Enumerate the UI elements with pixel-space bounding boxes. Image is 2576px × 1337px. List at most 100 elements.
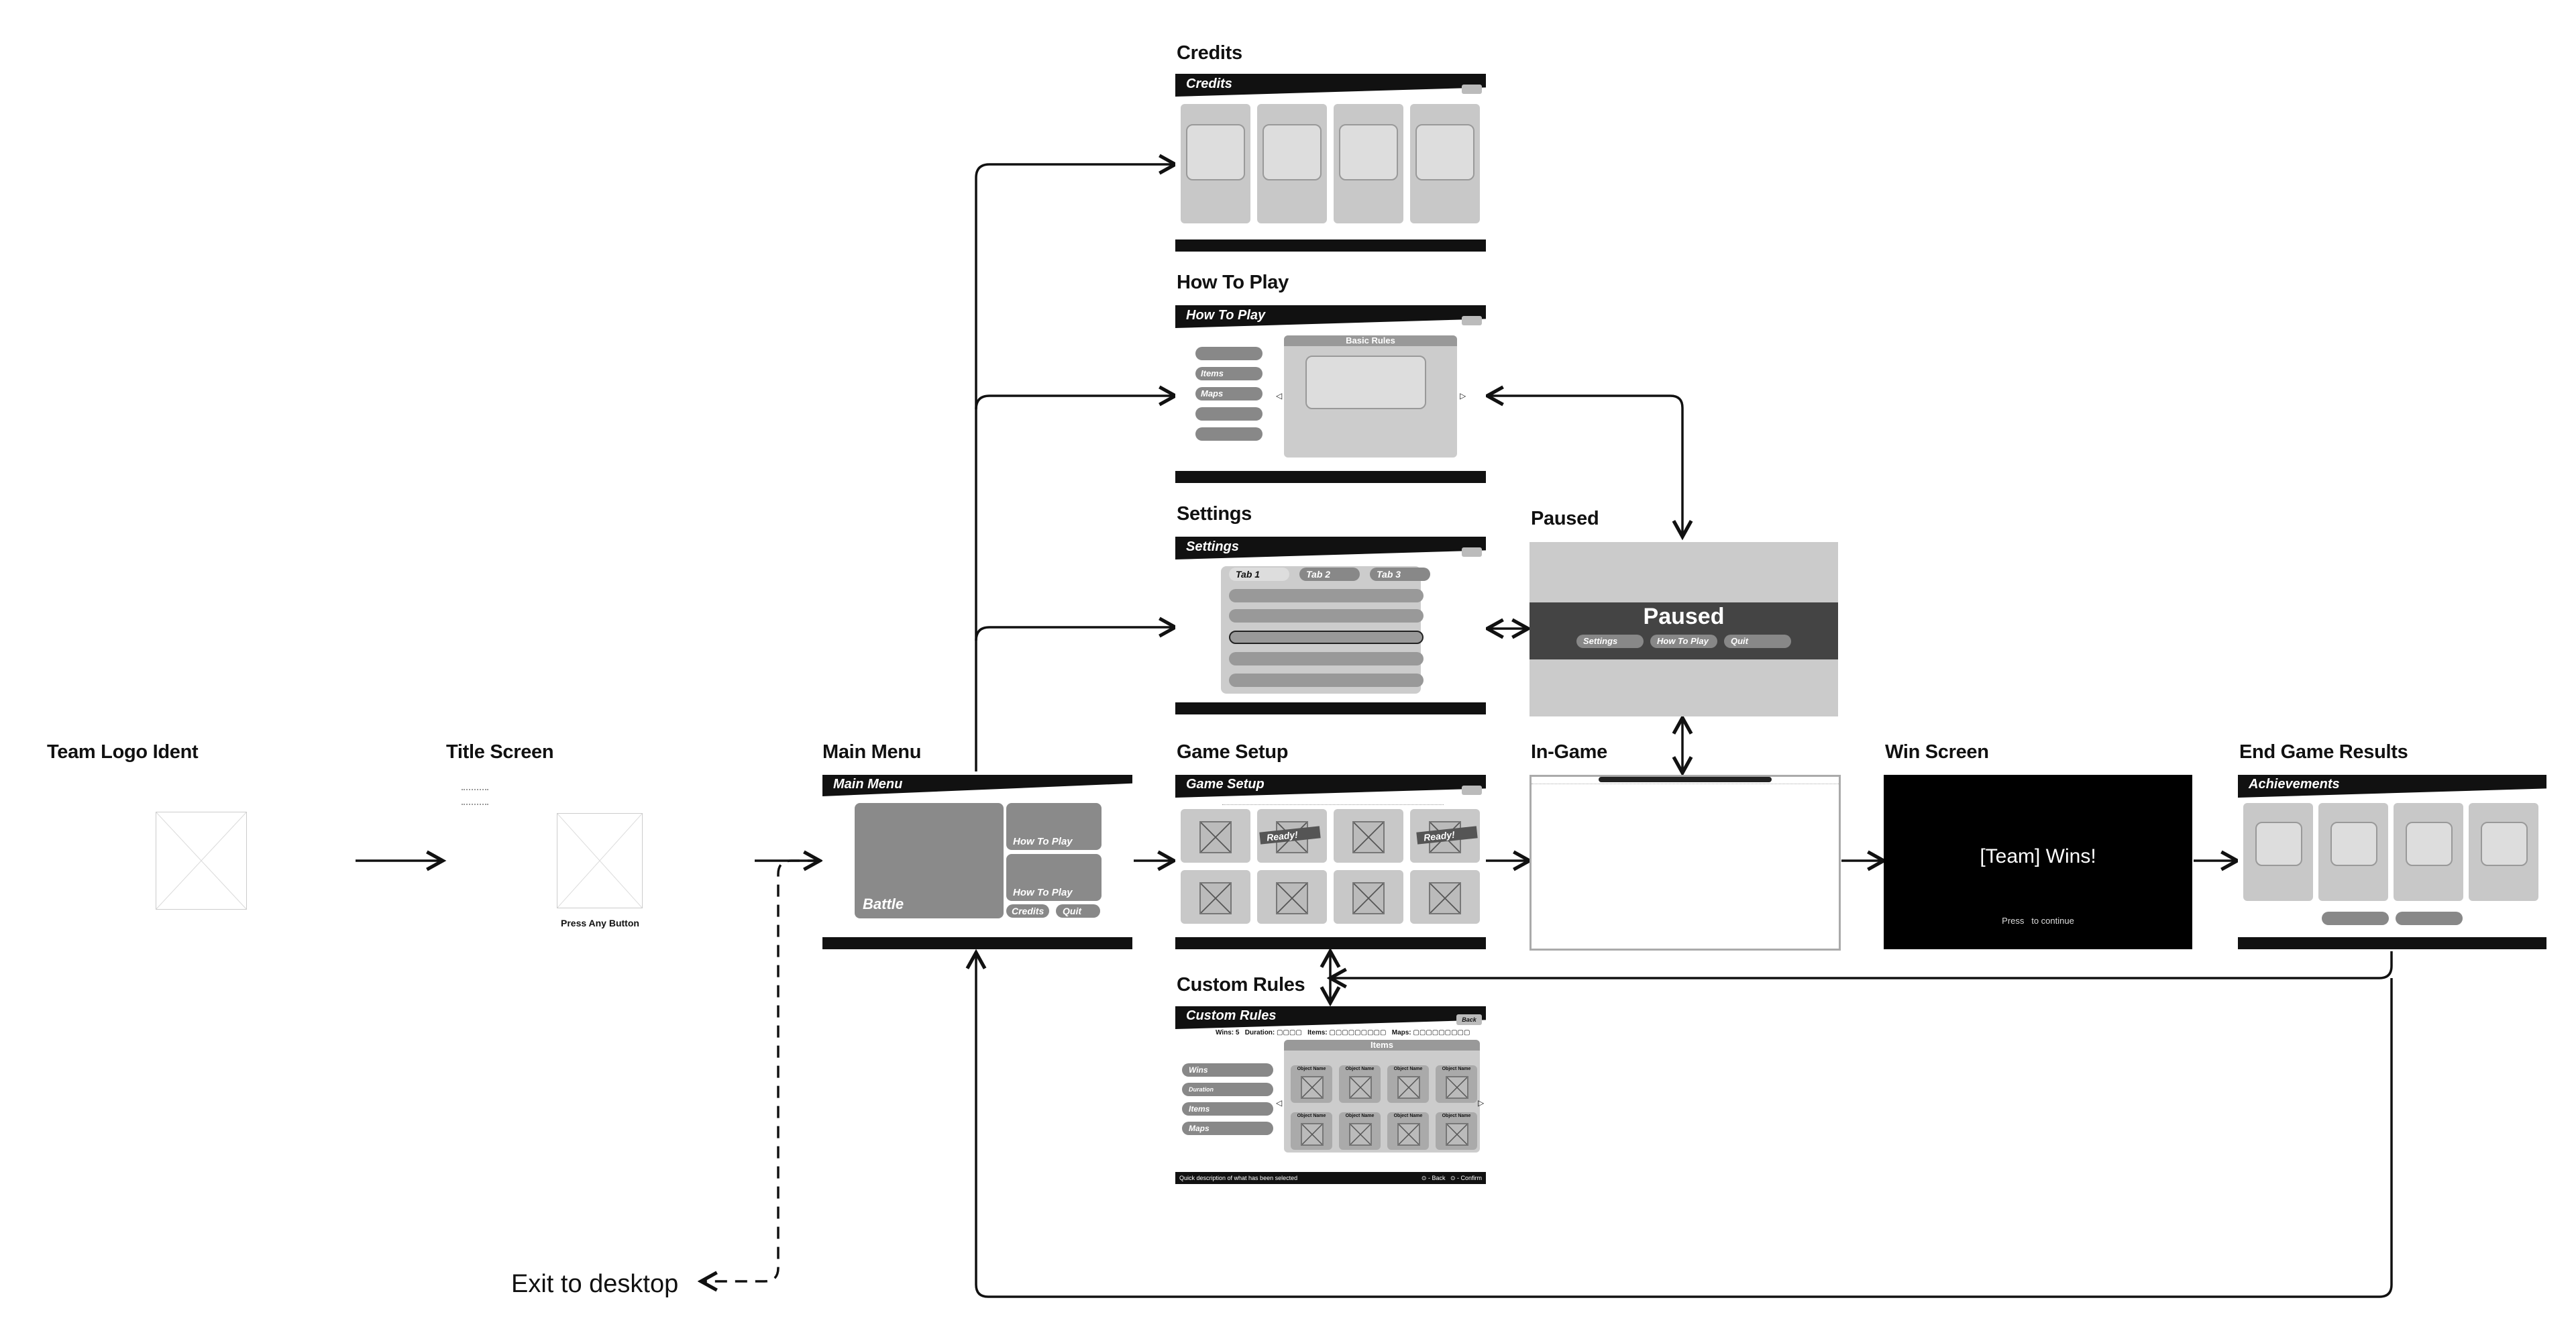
how-to-play-tab[interactable] — [1195, 347, 1263, 360]
object-slot[interactable]: Object Name — [1291, 1112, 1332, 1150]
custom-rules-footer-left: Quick description of what has been selec… — [1179, 1175, 1298, 1181]
end-game-footer — [2238, 937, 2546, 949]
label-credits: Credits — [1177, 42, 1242, 64]
credits-screen: Credits — [1175, 74, 1486, 252]
rule-items[interactable]: Items — [1182, 1102, 1273, 1116]
object-slot[interactable]: Object Name — [1339, 1065, 1381, 1103]
object-slot[interactable]: Object Name — [1339, 1112, 1381, 1150]
how-to-play-button[interactable]: How To Play — [1006, 854, 1102, 901]
end-game-screen: Achievements — [2238, 775, 2546, 949]
game-setup-header: Game Setup — [1186, 777, 1265, 792]
rule-wins[interactable]: Wins — [1182, 1063, 1273, 1077]
custom-rules-summary: Wins: 5 Duration: ▢▢▢▢ Items: ▢▢▢▢▢▢▢▢▢ … — [1216, 1029, 1470, 1036]
label-game-setup: Game Setup — [1177, 741, 1289, 763]
rule-duration[interactable]: Duration — [1182, 1083, 1273, 1096]
how-to-play-panel-title: Basic Rules — [1346, 335, 1395, 345]
next-arrow-icon[interactable]: ▷ — [1460, 391, 1466, 400]
how-to-play-tab[interactable] — [1195, 407, 1263, 421]
paused-title: Paused — [1643, 604, 1725, 629]
paused-quit-button[interactable]: Quit — [1724, 635, 1791, 648]
game-setup-back-button[interactable] — [1462, 786, 1482, 795]
player-slot[interactable] — [1181, 870, 1250, 924]
quit-button[interactable]: Quit — [1056, 904, 1100, 918]
tab-2[interactable]: Tab 2 — [1299, 568, 1360, 581]
how-to-play-tab-maps[interactable]: Maps — [1195, 387, 1263, 400]
setting-row[interactable] — [1229, 652, 1424, 665]
how-to-play-tab-items[interactable]: Items — [1195, 367, 1263, 380]
settings-panel — [1221, 566, 1421, 694]
end-game-header: Achievements — [2249, 777, 2340, 792]
player-slot[interactable] — [1410, 870, 1480, 924]
credits-header: Credits — [1186, 76, 1232, 91]
main-menu-screen: Main Menu Battle How To Play How To Play… — [822, 775, 1132, 949]
settings-screen: Settings Tab 1 Tab 2 Tab 3 — [1175, 537, 1486, 714]
object-slot[interactable]: Object Name — [1387, 1112, 1429, 1150]
player-slot[interactable]: Ready! — [1257, 809, 1327, 863]
win-screen: [Team] Wins! Press to continue — [1884, 775, 2192, 949]
next-arrow-icon[interactable]: ▷ — [1478, 1098, 1485, 1108]
custom-rules-footer: Quick description of what has been selec… — [1175, 1172, 1486, 1184]
prev-arrow-icon[interactable]: ◁ — [1276, 391, 1283, 400]
achievement-card — [2469, 803, 2538, 901]
main-menu-footer — [822, 937, 1132, 949]
custom-rules-header: Custom Rules — [1186, 1008, 1277, 1023]
object-image-placeholder — [1446, 1123, 1468, 1146]
press-any-button: Press Any Button — [561, 918, 639, 928]
end-game-option[interactable] — [2396, 912, 2463, 925]
label-exit-to-desktop: Exit to desktop — [511, 1270, 679, 1298]
game-setup-footer — [1175, 937, 1486, 949]
achievement-card — [2318, 803, 2388, 901]
label-paused: Paused — [1531, 508, 1599, 529]
tab-3[interactable]: Tab 3 — [1370, 568, 1430, 581]
credits-button[interactable]: Credits — [1006, 904, 1049, 918]
in-game-screen — [1529, 775, 1841, 951]
label-end-game: End Game Results — [2239, 741, 2408, 763]
achievement-card — [2243, 803, 2313, 901]
title-logo-placeholder — [557, 813, 643, 908]
rule-maps[interactable]: Maps — [1182, 1122, 1273, 1135]
how-to-play-tab[interactable] — [1195, 427, 1263, 441]
player-slot[interactable] — [1181, 809, 1250, 863]
player-slot[interactable] — [1334, 809, 1403, 863]
tab-1[interactable]: Tab 1 — [1229, 568, 1289, 581]
label-team-logo: Team Logo Ident — [47, 741, 199, 763]
battle-button[interactable]: Battle — [855, 803, 1004, 918]
title-screen-notes — [462, 789, 488, 805]
credits-footer — [1175, 239, 1486, 252]
end-game-option[interactable] — [2322, 912, 2389, 925]
how-to-play-footer — [1175, 471, 1486, 483]
settings-back-button[interactable] — [1462, 547, 1482, 557]
win-title: [Team] Wins! — [1980, 845, 2096, 867]
setting-row[interactable] — [1229, 631, 1424, 644]
player-slot[interactable] — [1257, 870, 1327, 924]
object-name: Object Name — [1345, 1067, 1375, 1071]
credits-back-button[interactable] — [1462, 85, 1482, 94]
setting-row[interactable] — [1229, 589, 1424, 602]
object-image-placeholder — [1397, 1123, 1420, 1146]
object-slot[interactable]: Object Name — [1291, 1065, 1332, 1103]
how-to-play-button[interactable]: How To Play — [1006, 803, 1102, 850]
prev-arrow-icon[interactable]: ◁ — [1276, 1098, 1283, 1108]
achievement-card — [2394, 803, 2463, 901]
player-slot[interactable] — [1334, 870, 1403, 924]
setting-row[interactable] — [1229, 674, 1424, 687]
custom-rules-back-button[interactable]: Back — [1456, 1014, 1482, 1025]
object-image-placeholder — [1301, 1123, 1324, 1146]
how-to-play-back-button[interactable] — [1462, 316, 1482, 325]
custom-rules-screen: Custom Rules Back Wins: 5 Duration: ▢▢▢▢… — [1175, 1006, 1486, 1184]
win-prompt: Press to continue — [2002, 916, 2074, 926]
how-to-play-panel: Basic Rules — [1284, 335, 1457, 458]
credit-card — [1410, 104, 1480, 223]
paused-settings-button[interactable]: Settings — [1576, 635, 1644, 648]
player-slot[interactable]: Ready! — [1410, 809, 1480, 863]
label-custom-rules: Custom Rules — [1177, 974, 1305, 996]
how-to-play-screen: How To Play Items Maps Basic Rules ◁ ▷ — [1175, 305, 1486, 483]
object-slot[interactable]: Object Name — [1387, 1065, 1429, 1103]
setting-row[interactable] — [1229, 609, 1424, 623]
object-slot[interactable]: Object Name — [1436, 1112, 1477, 1150]
paused-how-to-play-button[interactable]: How To Play — [1650, 635, 1717, 648]
settings-footer — [1175, 702, 1486, 714]
object-slot[interactable]: Object Name — [1436, 1065, 1477, 1103]
label-how-to-play: How To Play — [1177, 272, 1289, 293]
